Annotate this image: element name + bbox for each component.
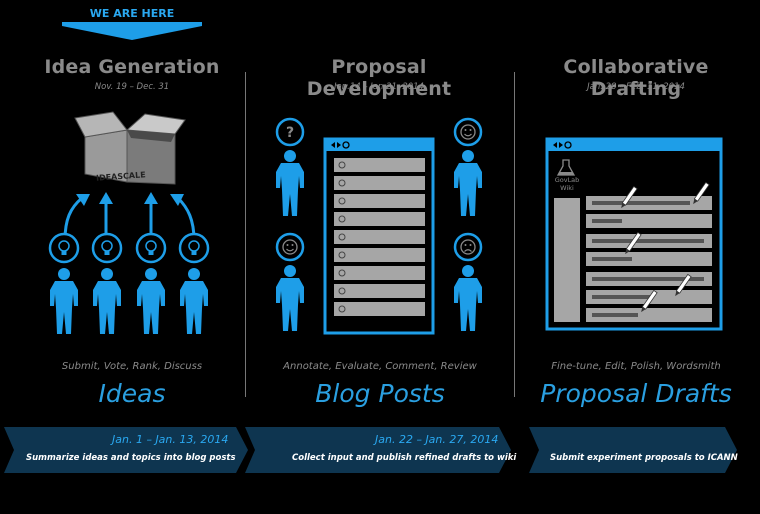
we-are-here-label: WE ARE HERE	[89, 7, 175, 20]
stage-title: Proposal Development	[306, 56, 452, 100]
transition-banner-3	[529, 427, 737, 473]
reviewer-figures: ?	[275, 117, 483, 331]
lightbulb-icon	[91, 232, 123, 264]
smiley-icon	[275, 232, 305, 262]
wiki-label: GovLab Wiki	[554, 176, 580, 192]
wiki-row	[586, 196, 712, 210]
question-icon: ?	[275, 117, 305, 147]
wiki-row	[586, 272, 712, 286]
blog-browser-window	[323, 137, 435, 335]
person-icon	[454, 150, 482, 216]
stage-dates: Jan.14 – Jan 21, 2014	[334, 82, 424, 92]
frown-icon	[453, 232, 483, 262]
stage-verbs: Fine-tune, Edit, Polish, Wordsmith	[551, 361, 721, 372]
lightbulb-icon	[135, 232, 167, 264]
wiki-row	[586, 308, 712, 322]
stage-title: Idea Generation	[44, 56, 220, 78]
banner-date: Jan. 22 – Jan. 27, 2014	[375, 433, 499, 446]
lightbulb-icon-row	[48, 232, 210, 264]
transition-banner-2	[245, 427, 511, 473]
banner-date: Jan. 1 – Jan. 13, 2014	[112, 433, 229, 446]
stage-title: Collaborative Drafting	[563, 56, 709, 100]
smiley-icon	[453, 117, 483, 147]
pencil-icon	[693, 181, 710, 205]
stage-dates: Nov. 19 – Dec. 31	[94, 82, 170, 92]
stage-output: Blog Posts	[315, 379, 445, 408]
blog-row	[334, 194, 425, 208]
stage-dates: Jan. 28 – Feb. 11, 2014	[587, 82, 685, 92]
stage-divider	[514, 72, 515, 397]
person-icon	[454, 265, 482, 331]
blog-row	[334, 284, 425, 298]
blog-row	[334, 266, 425, 280]
svg-text:?: ?	[286, 125, 294, 141]
down-arrow-icon	[62, 22, 202, 40]
person-icon	[276, 265, 304, 331]
stage-output: Proposal Drafts	[540, 379, 732, 408]
lightbulb-icon	[178, 232, 210, 264]
wiki-row	[586, 214, 712, 228]
banner-text: Summarize ideas and topics into blog pos…	[26, 453, 236, 463]
blog-row	[334, 302, 425, 316]
blog-row	[334, 176, 425, 190]
stage-verbs: Submit, Vote, Rank, Discuss	[61, 361, 203, 372]
lightbulb-icon	[48, 232, 80, 264]
person-icon	[276, 150, 304, 216]
banner-text: Submit experiment proposals to ICANN	[550, 453, 738, 463]
wiki-row	[586, 234, 712, 248]
blog-row	[334, 212, 425, 226]
blog-row	[334, 248, 425, 262]
stage-verbs: Annotate, Evaluate, Comment, Review	[283, 361, 477, 372]
wiki-row	[586, 252, 712, 266]
banner-text: Collect input and publish refined drafts…	[292, 453, 517, 463]
pencil-icon	[625, 231, 642, 255]
transition-banner-1	[4, 427, 248, 473]
pencil-icon	[641, 289, 658, 313]
person-icon-row	[50, 268, 208, 334]
stage-output: Ideas	[98, 379, 166, 408]
stage-divider	[245, 72, 246, 397]
blog-row	[334, 158, 425, 172]
flask-icon	[556, 159, 576, 176]
blog-row	[334, 230, 425, 244]
pencil-icon	[675, 273, 692, 297]
wiki-browser-window	[545, 137, 723, 331]
pencil-icon	[621, 185, 638, 209]
box-icon	[74, 111, 186, 185]
